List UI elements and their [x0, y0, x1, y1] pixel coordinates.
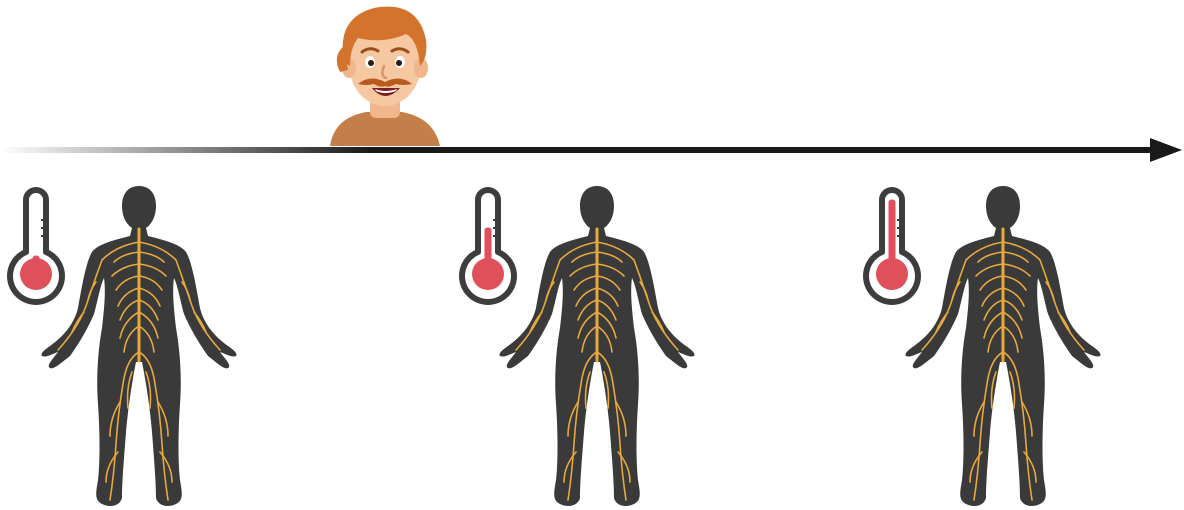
human-nervous-system-icon: [36, 182, 242, 510]
human-nervous-system-icon: [900, 182, 1106, 510]
cartoon-man-face-icon: [322, 0, 446, 150]
human-nervous-system-icon: [494, 182, 700, 510]
timeline-arrow-icon: [0, 130, 1184, 170]
